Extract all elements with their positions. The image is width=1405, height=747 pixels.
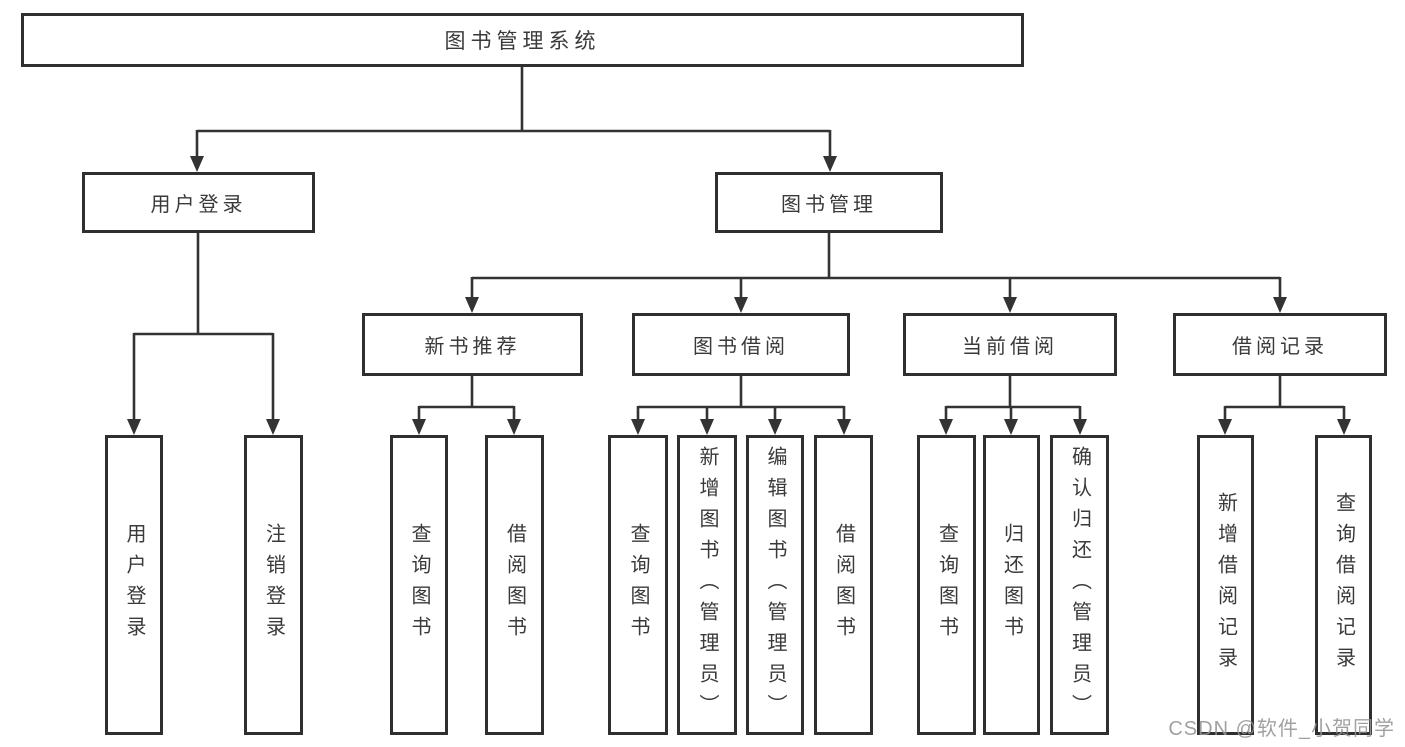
leaf-query-book-recommend: 查询图书: [390, 435, 448, 735]
node-label: 注销登录: [262, 523, 285, 647]
leaf-edit-book-admin: 编辑图书（管理员）: [746, 435, 804, 735]
arrowheads-userlogin-children: [127, 419, 280, 435]
leaf-return-book: 归还图书: [983, 435, 1040, 735]
node-label: 图书管理: [781, 194, 877, 216]
node-label: 借阅图书: [832, 523, 855, 647]
leaf-user-login: 用户登录: [105, 435, 163, 735]
arrowheads-bookmgmt-children: [465, 297, 1287, 313]
arrowheads-newbook-children: [412, 419, 521, 435]
node-label: 查询图书: [935, 523, 958, 647]
node-borrow-record: 借阅记录: [1173, 313, 1387, 376]
node-label: 借阅记录: [1232, 336, 1328, 358]
connector-borrowrecord-children: [1223, 376, 1346, 422]
node-label: 新增借阅记录: [1214, 492, 1237, 678]
node-label: 查询图书: [408, 523, 430, 647]
arrowheads-level2: [190, 156, 837, 172]
leaf-confirm-return-admin: 确认归还（管理员）: [1050, 435, 1109, 735]
leaf-logout: 注销登录: [244, 435, 303, 735]
arrowheads-bookborrow-children: [631, 419, 851, 435]
connector-bookmgmt-children: [470, 233, 1282, 300]
node-label: 查询借阅记录: [1332, 492, 1355, 678]
node-label: 编辑图书（管理员）: [764, 445, 786, 725]
node-label: 用户登录: [150, 194, 247, 216]
connector-bookborrow-children: [636, 376, 846, 422]
connector-newbook-children: [417, 376, 516, 422]
node-root-system: 图书管理系统: [21, 13, 1024, 67]
leaf-add-book-admin: 新增图书（管理员）: [677, 435, 737, 735]
node-label: 图书借阅: [693, 336, 789, 358]
node-label: 新书推荐: [424, 336, 521, 358]
csdn-watermark: CSDN @软件_小贺同学: [1168, 718, 1395, 740]
leaf-borrow-book: 借阅图书: [814, 435, 873, 735]
node-label: 借阅图书: [503, 523, 526, 647]
node-label: 图书管理系统: [444, 30, 601, 53]
node-book-borrow: 图书借阅: [632, 313, 850, 376]
node-label: 用户登录: [123, 523, 145, 647]
connector-currentborrow-children: [944, 376, 1082, 422]
leaf-query-book-borrow: 查询图书: [608, 435, 668, 735]
node-current-borrow: 当前借阅: [903, 313, 1117, 376]
leaf-borrow-book-recommend: 借阅图书: [485, 435, 544, 735]
leaf-query-borrow-record: 查询借阅记录: [1315, 435, 1372, 735]
arrowheads-currentborrow-children: [939, 419, 1087, 435]
leaf-query-book-current: 查询图书: [917, 435, 976, 735]
node-label: 新增图书（管理员）: [696, 445, 718, 725]
node-user-login: 用户登录: [82, 172, 315, 233]
arrowheads-borrowrecord-children: [1218, 419, 1351, 435]
node-label: 查询图书: [627, 523, 649, 647]
leaf-add-borrow-record: 新增借阅记录: [1197, 435, 1254, 735]
connector-userlogin-children: [132, 233, 275, 422]
node-new-book-recommend: 新书推荐: [362, 313, 583, 376]
node-label: 确认归还（管理员）: [1068, 445, 1091, 725]
node-label: 归还图书: [1000, 523, 1023, 647]
connector-root-to-level2: [195, 66, 832, 159]
node-book-management: 图书管理: [715, 172, 943, 233]
node-label: 当前借阅: [962, 336, 1058, 358]
